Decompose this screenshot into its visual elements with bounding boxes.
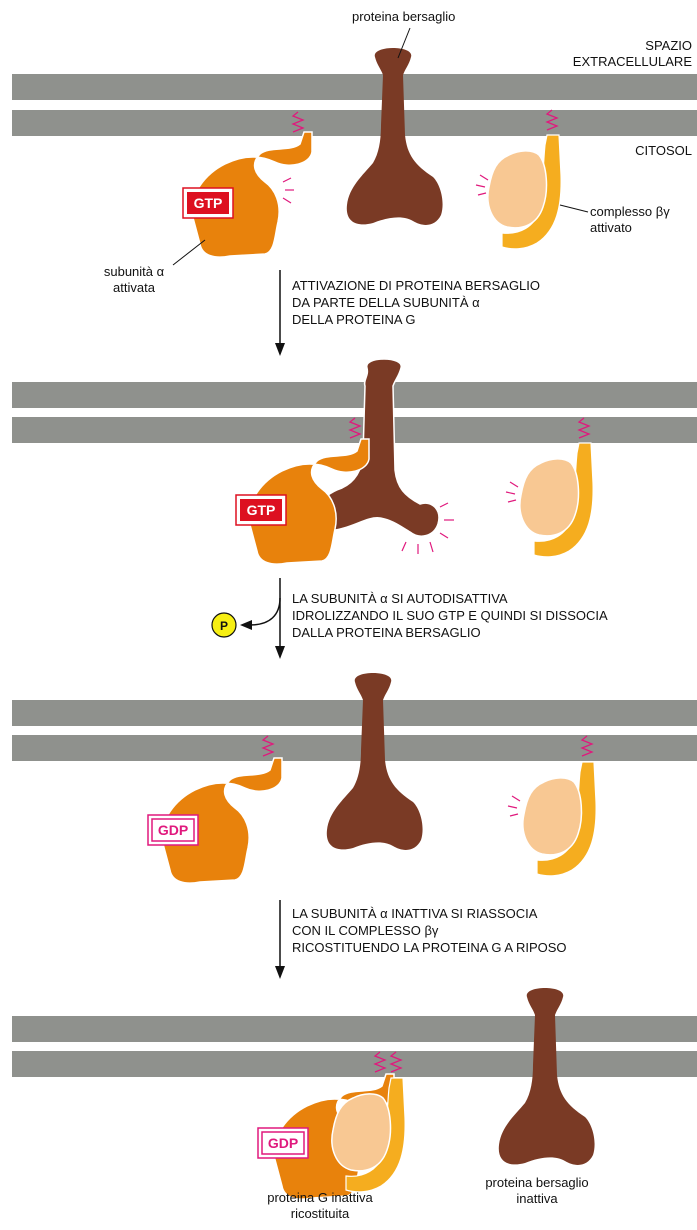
phosphate-badge: P xyxy=(212,613,236,637)
extracellular-label-line-1: SPAZIO xyxy=(573,38,692,54)
step-caption-3: LA SUBUNITÀ α INATTIVA SI RIASSOCIA CON … xyxy=(292,905,567,956)
step-1-line-2: DA PARTE DELLA SUBUNITÀ α xyxy=(292,294,540,311)
inactive-target-line-2: inattiva xyxy=(462,1191,612,1207)
inactive-target-line-1: proteina bersaglio xyxy=(462,1175,612,1191)
gtp-label-2: GTP xyxy=(247,502,276,518)
inactive-g-protein-label: proteina G inattiva ricostituita xyxy=(245,1190,395,1222)
step-1-line-1: ATTIVAZIONE DI PROTEINA BERSAGLIO xyxy=(292,277,540,294)
beta-gamma-inner-4 xyxy=(332,1094,391,1171)
panel-3: GDP xyxy=(12,673,697,883)
step-3-line-2: CON IL COMPLESSO βγ xyxy=(292,922,567,939)
membrane-inner-4 xyxy=(12,1051,697,1077)
extracellular-label: SPAZIO EXTRACELLULARE xyxy=(573,38,692,70)
beta-gamma-inner-3 xyxy=(523,778,582,855)
activation-ticks-bg-2 xyxy=(506,482,518,502)
step-arrow-1 xyxy=(275,270,285,356)
activated-bg-label: complesso βγ attivato xyxy=(590,204,670,236)
alpha-pointer-1 xyxy=(173,240,205,265)
step-2-line-1: LA SUBUNITÀ α SI AUTODISATTIVA xyxy=(292,590,608,607)
membrane-outer-1 xyxy=(12,74,697,100)
beta-gamma-inner-1 xyxy=(488,151,547,228)
target-protein-3 xyxy=(327,673,423,850)
membrane-inner-1 xyxy=(12,110,697,136)
target-protein-label: proteina bersaglio xyxy=(352,9,455,25)
panel-4: GDP xyxy=(12,988,697,1199)
gtp-label-1: GTP xyxy=(194,195,223,211)
activated-bg-line-1: complesso βγ xyxy=(590,204,670,220)
gdp-badge-3: GDP xyxy=(148,815,198,845)
activation-ticks-bg-1 xyxy=(476,175,488,195)
panel-2: GTP xyxy=(12,359,697,564)
phosphate-label: P xyxy=(220,619,228,633)
gdp-badge-4: GDP xyxy=(258,1128,308,1158)
beta-gamma-inner-2 xyxy=(520,459,579,536)
membrane-inner-3 xyxy=(12,735,697,761)
activated-alpha-label: subunità α attivata xyxy=(84,264,184,296)
step-3-line-3: RICOSTITUENDO LA PROTEINA G A RIPOSO xyxy=(292,939,567,956)
membrane-outer-4 xyxy=(12,1016,697,1042)
gtp-badge-2: GTP xyxy=(236,495,286,525)
inactive-target-label: proteina bersaglio inattiva xyxy=(462,1175,612,1207)
gdp-label-4: GDP xyxy=(268,1135,298,1151)
activated-bg-line-2: attivato xyxy=(590,220,670,236)
membrane-outer-3 xyxy=(12,700,697,726)
extracellular-label-line-2: EXTRACELLULARE xyxy=(573,54,692,70)
activation-ticks-bg-3 xyxy=(508,796,520,816)
step-1-line-3: DELLA PROTEINA G xyxy=(292,311,540,328)
activated-alpha-line-1: subunità α xyxy=(84,264,184,280)
gdp-label-3: GDP xyxy=(158,822,188,838)
membrane-outer-2 xyxy=(12,382,697,408)
step-2-line-2: IDROLIZZANDO IL SUO GTP E QUINDI SI DISS… xyxy=(292,607,608,624)
cytosol-label: CITOSOL xyxy=(635,143,692,159)
step-arrow-3 xyxy=(275,900,285,979)
activated-alpha-line-2: attivata xyxy=(84,280,184,296)
membrane-inner-2 xyxy=(12,417,697,443)
step-2-line-3: DALLA PROTEINA BERSAGLIO xyxy=(292,624,608,641)
inactive-g-protein-line-2: ricostituita xyxy=(245,1206,395,1222)
step-3-line-1: LA SUBUNITÀ α INATTIVA SI RIASSOCIA xyxy=(292,905,567,922)
step-arrow-2 xyxy=(240,578,285,659)
step-caption-2: LA SUBUNITÀ α SI AUTODISATTIVA IDROLIZZA… xyxy=(292,590,608,641)
step-caption-1: ATTIVAZIONE DI PROTEINA BERSAGLIO DA PAR… xyxy=(292,277,540,328)
activation-ticks-1 xyxy=(283,178,294,203)
inactive-g-protein-line-1: proteina G inattiva xyxy=(245,1190,395,1206)
bg-pointer-1 xyxy=(560,205,588,212)
gtp-badge-1: GTP xyxy=(183,188,233,218)
